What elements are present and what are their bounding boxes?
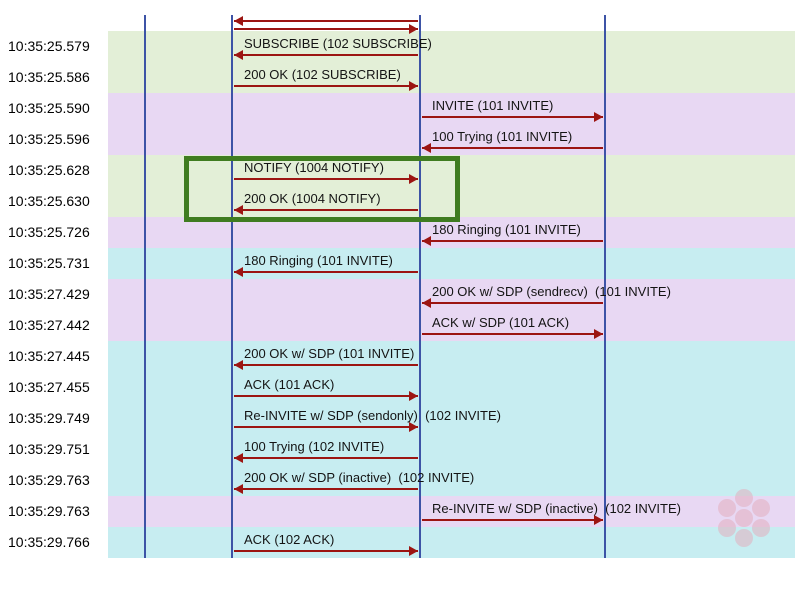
arrowhead-left (234, 360, 243, 370)
row-band (108, 93, 795, 124)
lifeline (604, 15, 606, 558)
row-band (108, 217, 795, 248)
arrowhead-left (234, 484, 243, 494)
arrowhead-right (594, 112, 603, 122)
row-band (108, 527, 795, 558)
arrowhead-left (234, 453, 243, 463)
arrowhead-left (234, 205, 243, 215)
message-label: 100 Trying (101 INVITE) (432, 129, 573, 144)
row-band (108, 372, 795, 403)
message-arrow-line (234, 488, 418, 490)
row-band (108, 496, 795, 527)
timestamp: 10:35:25.731 (8, 255, 90, 271)
message-arrow-line (234, 209, 418, 211)
message-arrow-line (234, 85, 418, 87)
message-label: 200 OK (1004 NOTIFY) (244, 191, 381, 206)
timestamp: 10:35:29.763 (8, 472, 90, 488)
arrowhead-right (594, 329, 603, 339)
message-arrow-line (422, 147, 603, 149)
row-band (108, 403, 795, 434)
message-label: ACK (101 ACK) (244, 377, 335, 392)
message-arrow-line (234, 54, 418, 56)
row-band (108, 279, 795, 310)
arrowhead-right (409, 174, 418, 184)
timestamp: 10:35:25.628 (8, 162, 90, 178)
arrowhead-right (594, 515, 603, 525)
timestamp: 10:35:25.579 (8, 38, 90, 54)
timestamp: 10:35:25.630 (8, 193, 90, 209)
message-arrow-line (234, 271, 418, 273)
lifeline (144, 15, 146, 558)
lifeline (231, 15, 233, 558)
message-label: ACK w/ SDP (101 ACK) (432, 315, 570, 330)
row-band (108, 31, 795, 62)
notify-highlight-box (184, 156, 460, 222)
message-label: 100 Trying (102 INVITE) (244, 439, 385, 454)
row-band (108, 310, 795, 341)
message-label: 200 OK w/ SDP (inactive) (102 INVITE) (244, 470, 475, 485)
message-arrow-line (234, 426, 418, 428)
arrowhead-left (422, 236, 431, 246)
message-label: SUBSCRIBE (102 SUBSCRIBE) (244, 36, 432, 51)
message-label: NOTIFY (1004 NOTIFY) (244, 160, 384, 175)
row-band (108, 341, 795, 372)
message-arrow-line (422, 240, 603, 242)
message-label: INVITE (101 INVITE) (432, 98, 554, 113)
timestamp: 10:35:27.445 (8, 348, 90, 364)
timestamp: 10:35:25.586 (8, 69, 90, 85)
message-arrow-line (234, 457, 418, 459)
message-arrow-line (234, 20, 418, 22)
timestamp: 10:35:29.763 (8, 503, 90, 519)
message-arrow-line (422, 302, 603, 304)
message-arrow-line (234, 178, 418, 180)
timestamp: 10:35:25.596 (8, 131, 90, 147)
arrowhead-left (422, 143, 431, 153)
arrowhead-right (409, 81, 418, 91)
message-label: ACK (102 ACK) (244, 532, 335, 547)
message-label: Re-INVITE w/ SDP (sendonly) (102 INVITE) (244, 408, 501, 423)
timestamp: 10:35:27.429 (8, 286, 90, 302)
message-arrow-line (234, 364, 418, 366)
message-arrow-line (234, 28, 418, 30)
message-label: 200 OK (102 SUBSCRIBE) (244, 67, 401, 82)
row-band (108, 248, 795, 279)
row-band (108, 124, 795, 155)
message-label: 200 OK w/ SDP (sendrecv) (101 INVITE) (432, 284, 671, 299)
arrowhead-right (409, 391, 418, 401)
message-arrow-line (422, 519, 603, 521)
arrowhead-left (234, 16, 243, 26)
timestamp: 10:35:29.749 (8, 410, 90, 426)
row-band (108, 186, 795, 217)
message-arrow-line (234, 395, 418, 397)
message-label: 200 OK w/ SDP (101 INVITE) (244, 346, 415, 361)
arrowhead-left (234, 50, 243, 60)
arrowhead-left (422, 298, 431, 308)
arrowhead-right (409, 546, 418, 556)
timestamp: 10:35:29.766 (8, 534, 90, 550)
message-label: 180 Ringing (101 INVITE) (244, 253, 393, 268)
row-band (108, 434, 795, 465)
timestamp: 10:35:25.590 (8, 100, 90, 116)
lifeline (419, 15, 421, 558)
timestamp: 10:35:27.455 (8, 379, 90, 395)
message-arrow-line (234, 550, 418, 552)
message-label: Re-INVITE w/ SDP (inactive) (102 INVITE) (432, 501, 681, 516)
message-arrow-line (422, 116, 603, 118)
timestamp: 10:35:25.726 (8, 224, 90, 240)
message-arrow-line (422, 333, 603, 335)
arrowhead-right (409, 422, 418, 432)
arrowhead-right (409, 24, 418, 34)
row-band (108, 465, 795, 496)
row-band (108, 62, 795, 93)
message-label: 180 Ringing (101 INVITE) (432, 222, 581, 237)
arrowhead-left (234, 267, 243, 277)
dots-logo-watermark (718, 489, 770, 547)
timestamp: 10:35:27.442 (8, 317, 90, 333)
timestamp: 10:35:29.751 (8, 441, 90, 457)
